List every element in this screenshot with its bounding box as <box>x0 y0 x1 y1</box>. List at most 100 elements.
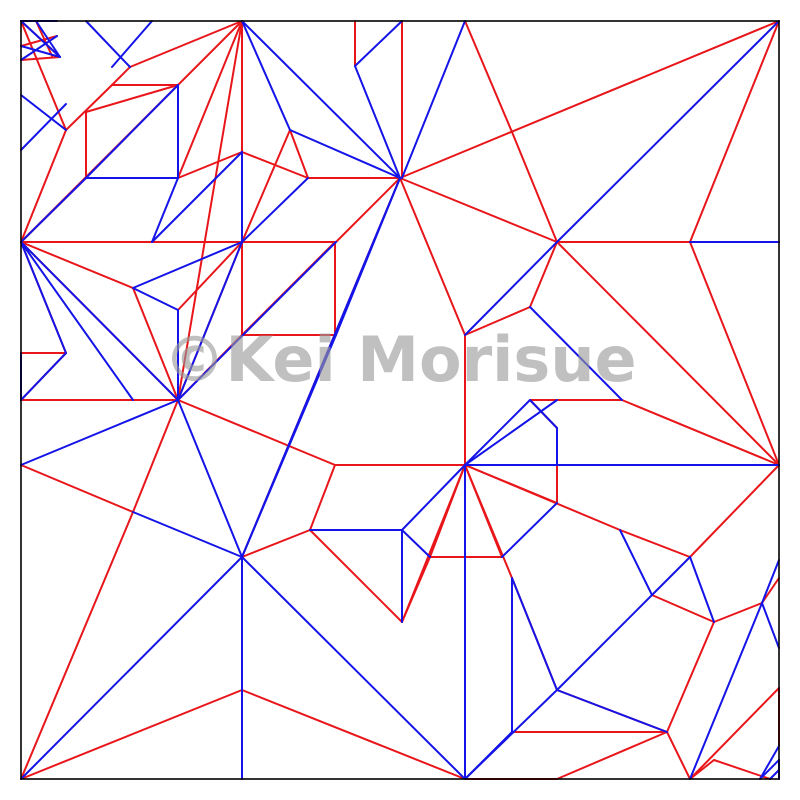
mountain-fold-line <box>129 20 243 68</box>
valley-fold-line <box>20 45 61 58</box>
valley-fold-line <box>464 399 531 466</box>
mountain-fold-line <box>761 577 780 604</box>
mountain-fold-line <box>713 759 771 780</box>
valley-fold-line <box>241 556 466 780</box>
mountain-fold-line <box>666 621 715 733</box>
mountain-fold-line <box>132 287 179 401</box>
valley-fold-line <box>177 399 243 558</box>
mountain-fold-line <box>20 35 58 47</box>
valley-fold-line <box>759 759 780 780</box>
mountain-fold-line <box>689 759 715 780</box>
valley-fold-line <box>132 287 179 311</box>
mountain-fold-line <box>464 306 531 336</box>
mountain-fold-line <box>464 20 513 133</box>
valley-fold-line <box>20 94 67 131</box>
valley-fold-line <box>20 177 87 243</box>
valley-fold-line <box>111 20 153 68</box>
mountain-fold-line <box>335 177 401 243</box>
mountain-fold-line <box>689 241 780 466</box>
valley-fold-line <box>511 577 558 691</box>
valley-fold-line <box>85 84 179 179</box>
mountain-fold-line <box>556 241 780 466</box>
valley-fold-line <box>401 20 466 179</box>
valley-fold-line <box>241 20 401 179</box>
mountain-fold-line <box>511 131 558 243</box>
valley-fold-line <box>464 399 558 466</box>
mountain-fold-line <box>20 56 61 61</box>
valley-fold-line <box>241 20 291 131</box>
valley-fold-line <box>501 502 558 558</box>
mountain-fold-line <box>132 399 179 513</box>
valley-fold-line <box>20 556 243 780</box>
valley-fold-line <box>689 556 715 623</box>
valley-fold-line <box>20 399 179 466</box>
valley-fold-line <box>354 20 403 67</box>
valley-fold-line <box>151 177 179 243</box>
valley-fold-line <box>401 529 431 558</box>
valley-fold-line <box>619 529 653 596</box>
valley-folds <box>20 20 780 780</box>
valley-fold-line <box>689 602 763 780</box>
mountain-fold-line <box>619 529 691 558</box>
mountain-fold-line <box>399 20 780 179</box>
mountain-fold-line <box>35 20 53 57</box>
valley-fold-line <box>85 20 131 68</box>
mountain-fold-line <box>20 241 134 289</box>
valley-fold-line <box>556 20 780 243</box>
mountain-fold-line <box>65 84 113 131</box>
valley-fold-line <box>177 241 243 401</box>
mountain-fold-line <box>20 511 134 780</box>
mountain-fold-line <box>20 689 243 780</box>
mountain-fold-line <box>464 464 513 579</box>
mountain-fold-line <box>689 20 780 243</box>
mountain-fold-line <box>399 177 558 243</box>
valley-fold-line <box>20 352 67 401</box>
valley-fold-line <box>20 241 67 354</box>
mountain-fold-line <box>177 399 336 466</box>
valley-fold-line <box>20 241 134 401</box>
mountain-fold-line <box>177 241 243 311</box>
mountain-fold-line <box>111 66 131 86</box>
valley-fold-line <box>769 769 780 780</box>
valley-fold-line <box>132 511 243 558</box>
mountain-fold-line <box>241 529 311 558</box>
valley-fold-line <box>464 689 558 780</box>
valley-fold-line <box>241 177 401 558</box>
valley-fold-line <box>289 129 401 179</box>
mountain-fold-line <box>241 129 291 243</box>
valley-fold-line <box>556 689 668 733</box>
mountain-fold-line <box>689 464 780 558</box>
valley-fold-line <box>529 306 623 401</box>
valley-fold-line <box>151 151 243 243</box>
mountain-fold-line <box>309 529 403 623</box>
mountain-fold-line <box>556 731 668 780</box>
valley-fold-line <box>759 745 780 780</box>
paper-border <box>20 20 780 780</box>
mountain-fold-line <box>85 84 179 113</box>
mountain-fold-line <box>399 177 466 336</box>
mountain-fold-line <box>289 129 309 179</box>
valley-fold-line <box>20 35 58 61</box>
mountain-fold-line <box>309 464 336 531</box>
mountain-fold-line <box>529 241 558 308</box>
valley-fold-line <box>529 399 558 429</box>
mountain-fold-line <box>20 129 67 243</box>
valley-fold-line <box>20 20 61 58</box>
valley-fold-line <box>761 559 780 604</box>
valley-fold-line <box>556 594 653 691</box>
valley-fold-line <box>354 65 401 179</box>
valley-fold-line <box>177 241 337 401</box>
mountain-fold-line <box>651 594 715 623</box>
valley-fold-line <box>132 241 243 289</box>
mountain-fold-line <box>241 689 466 780</box>
mountain-fold-line <box>429 464 466 558</box>
mountain-fold-line <box>666 731 691 780</box>
valley-fold-line <box>20 241 179 401</box>
valley-fold-line <box>651 556 691 596</box>
mountain-fold-line <box>177 151 243 179</box>
mountain-fold-line <box>177 20 243 401</box>
valley-fold-line <box>20 103 67 151</box>
valley-fold-line <box>464 241 558 336</box>
mountain-fold-line <box>20 464 134 513</box>
